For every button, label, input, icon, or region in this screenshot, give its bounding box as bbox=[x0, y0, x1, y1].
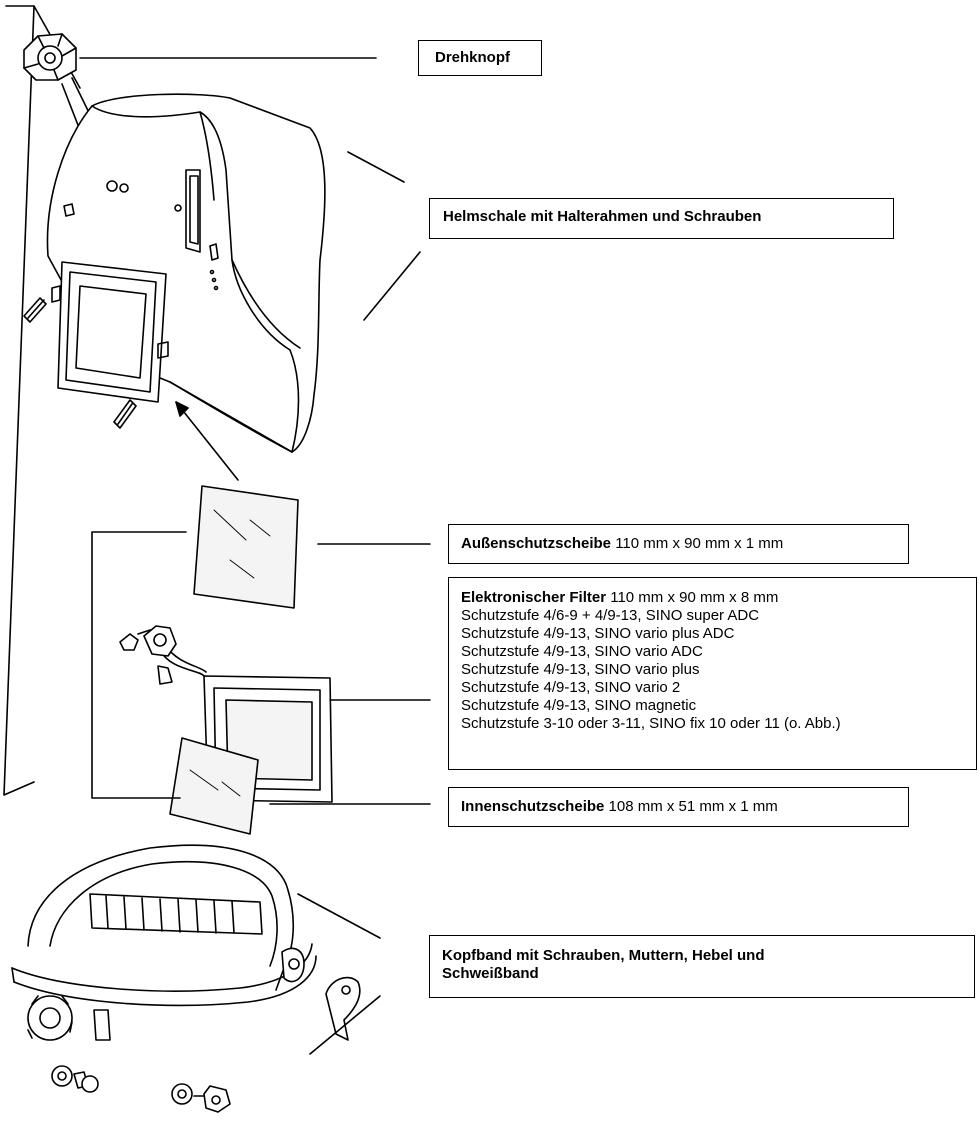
label-inner-lens: Innenschutzscheibe 108 mm x 51 mm x 1 mm bbox=[448, 787, 909, 827]
label-headband-title: Kopfband mit Schrauben, Muttern, Hebel u… bbox=[442, 947, 765, 982]
assembly-bracket-line bbox=[3, 5, 35, 796]
label-helmet-shell: Helmschale mit Halterahmen und Schrauben bbox=[429, 198, 894, 239]
knob-part bbox=[23, 33, 77, 81]
label-knob-title: Drehknopf bbox=[435, 49, 510, 66]
label-outer-lens: Außenschutzscheibe 110 mm x 90 mm x 1 mm bbox=[448, 524, 909, 564]
label-knob: Drehknopf bbox=[418, 40, 542, 76]
filter-variant-line: Schutzstufe 4/9-13, SINO vario ADC bbox=[461, 643, 703, 660]
headband-leader-upper bbox=[297, 893, 381, 939]
shell-leader-lower bbox=[363, 251, 421, 321]
filter-variant-line: Schutzstufe 4/6-9 + 4/9-13, SINO super A… bbox=[461, 607, 760, 624]
headband-leader-lower bbox=[309, 995, 381, 1055]
filter-variant-line: Schutzstufe 4/9-13, SINO magnetic bbox=[461, 697, 697, 714]
lens-group-bracket bbox=[91, 531, 187, 799]
filter-variant-line: Schutzstufe 3-10 oder 3-11, SINO fix 10 … bbox=[461, 715, 841, 732]
label-outer-lens-title: Außenschutzscheibe bbox=[461, 535, 612, 552]
holding-frame-part bbox=[23, 261, 169, 429]
helmet-shell-part bbox=[46, 93, 326, 453]
label-outer-lens-dimensions: 110 mm x 90 mm x 1 mm bbox=[611, 535, 784, 552]
label-inner-lens-dimensions: 108 mm x 51 mm x 1 mm bbox=[604, 798, 778, 815]
label-filter-dimensions: 110 mm x 90 mm x 8 mm bbox=[606, 589, 779, 606]
label-headband: Kopfband mit Schrauben, Muttern, Hebel u… bbox=[429, 935, 975, 998]
label-filter-title: Elektronischer Filter bbox=[461, 589, 607, 606]
label-electronic-filter: Elektronischer Filter 110 mm x 90 mm x 8… bbox=[448, 577, 977, 770]
shell-leader-upper bbox=[347, 151, 405, 183]
label-inner-lens-title: Innenschutzscheibe bbox=[461, 798, 605, 815]
lens-arrow bbox=[175, 401, 239, 481]
filter-variant-line: Schutzstufe 4/9-13, SINO vario plus bbox=[461, 661, 700, 678]
outer-lens-part bbox=[193, 485, 299, 609]
inner-lens-part bbox=[169, 737, 259, 835]
screws-nuts-part bbox=[51, 1065, 231, 1113]
filter-variant-line: Schutzstufe 4/9-13, SINO vario 2 bbox=[461, 679, 681, 696]
label-helmet-shell-title: Helmschale mit Halterahmen und Schrauben bbox=[443, 208, 762, 225]
filter-variant-line: Schutzstufe 4/9-13, SINO vario plus ADC bbox=[461, 625, 735, 642]
headband-part bbox=[11, 844, 361, 1041]
